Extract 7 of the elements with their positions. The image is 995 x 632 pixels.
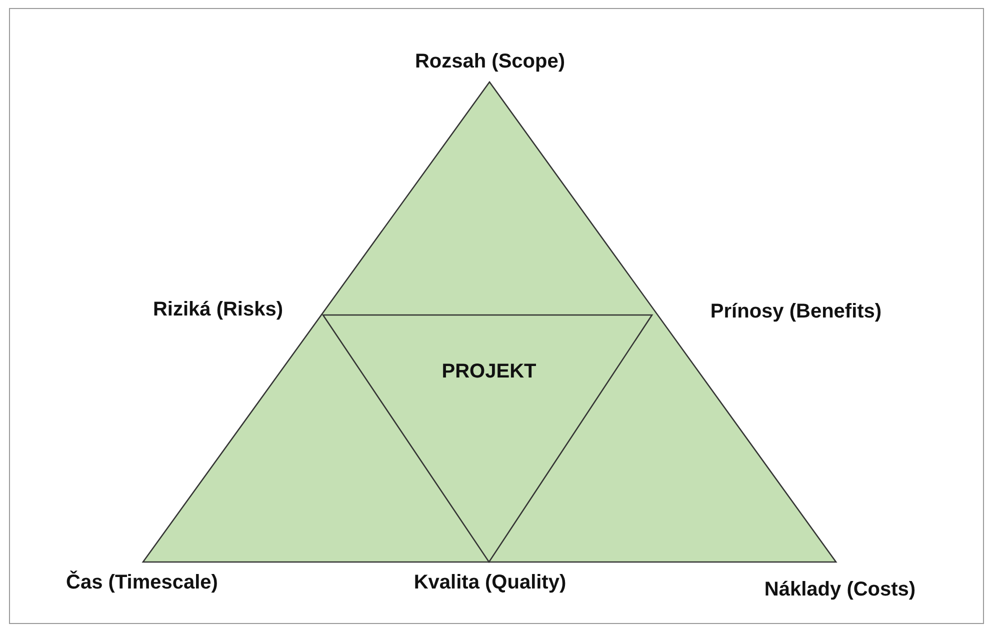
vertex-label: Čas (Timescale) [66,572,218,594]
vertex-label: Náklady (Costs) [764,578,916,602]
vertex-label: Kvalita (Quality) [414,572,566,594]
vertex-label: Riziká (Risks) [152,298,284,322]
vertex-label: Prínosy (Benefits) [710,300,882,324]
vertex-label: Rozsah (Scope) [414,50,566,74]
center-label: PROJEKT [442,360,536,384]
